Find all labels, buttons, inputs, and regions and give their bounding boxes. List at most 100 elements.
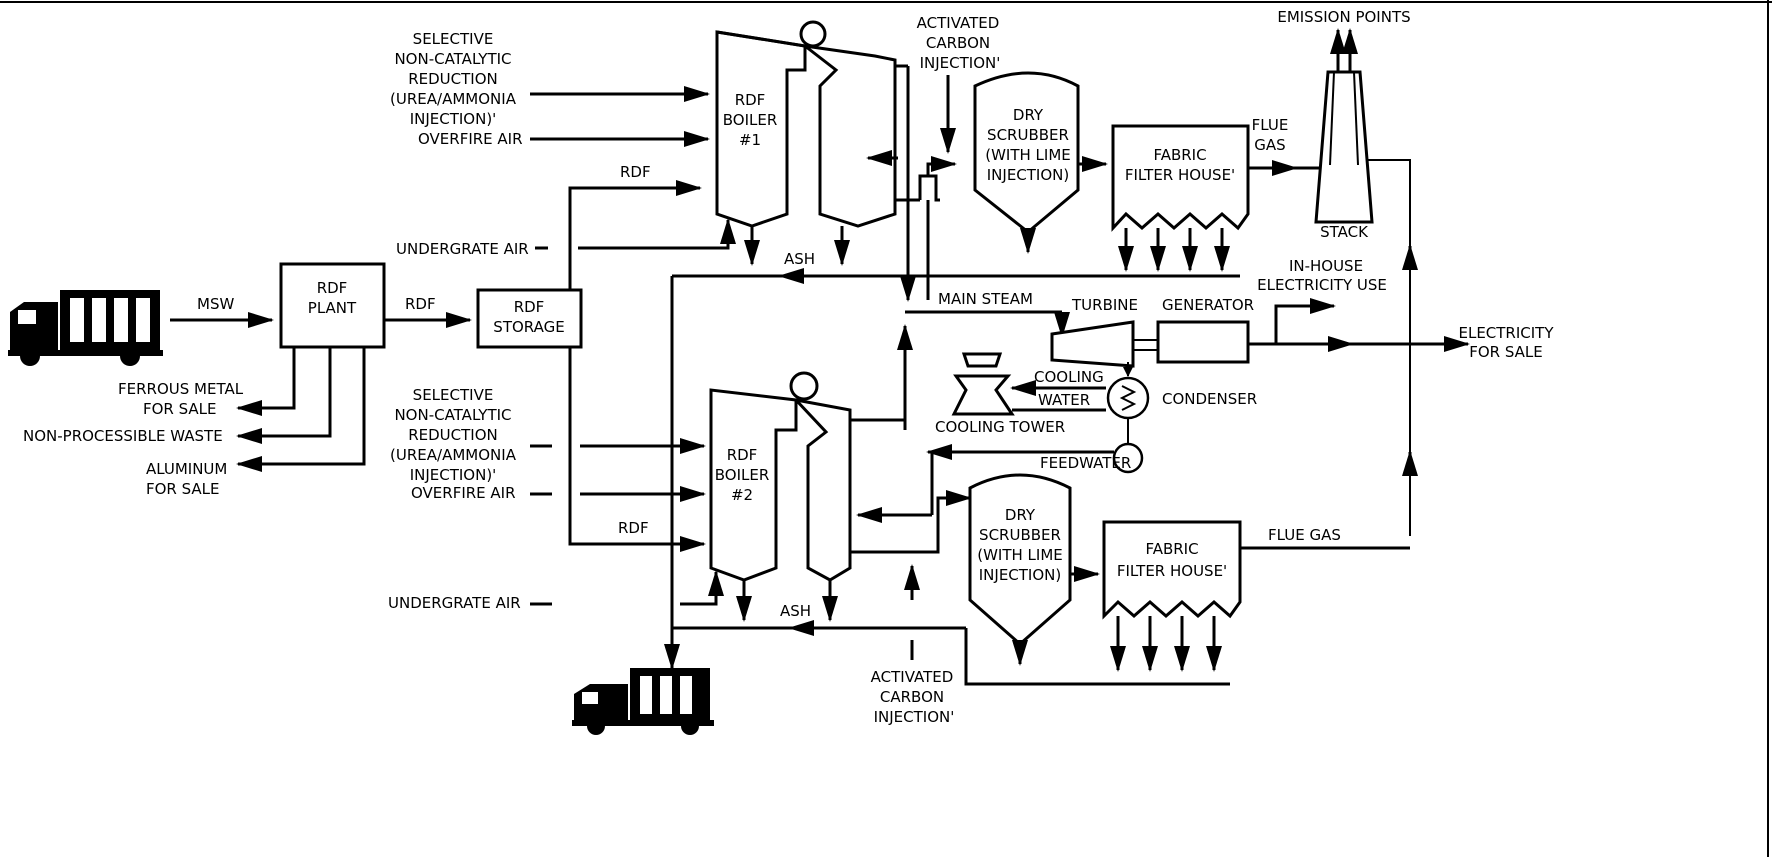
boiler1-label: RDF <box>735 91 766 109</box>
sncr1-label-5: INJECTION)' <box>410 110 497 128</box>
aci2-label: ACTIVATED <box>871 668 954 686</box>
boiler2-gas-to-scrubber <box>850 490 972 554</box>
aci2-label-2: CARBON <box>880 688 944 706</box>
rdf-plant-label: RDF <box>317 279 348 297</box>
fabric1-label-2: FILTER HOUSE' <box>1125 166 1235 184</box>
electricity-label-2: FOR SALE <box>1469 343 1543 361</box>
cooling-tower-label: COOLING TOWER <box>935 418 1065 436</box>
sncr1-label-4: (UREA/AMMONIA <box>390 90 517 108</box>
rdf-plant-box <box>279 262 386 349</box>
sncr1-label: SELECTIVE <box>413 30 494 48</box>
condenser-label: CONDENSER <box>1162 390 1257 408</box>
ferrous-arrow <box>236 347 296 416</box>
electricity-label: ELECTRICITY <box>1458 324 1554 342</box>
condenser-coil <box>1119 385 1137 411</box>
aci1-label-2: CARBON <box>926 34 990 52</box>
undergrate2-label: UNDERGRATE AIR <box>388 594 521 612</box>
generator-label: GENERATOR <box>1162 296 1254 314</box>
dry2-label-3: (WITH LIME <box>977 546 1063 564</box>
generator <box>1156 320 1250 364</box>
stack-label: STACK <box>1320 223 1369 241</box>
fabric2-label-2: FILTER HOUSE' <box>1117 562 1227 580</box>
rdf-plant-label-2: PLANT <box>308 299 357 317</box>
main-steam-label: MAIN STEAM <box>938 290 1033 308</box>
rdf-storage-label: RDF <box>514 298 545 316</box>
boiler1-gas-duct <box>918 174 940 202</box>
aluminum-arrow <box>236 347 366 472</box>
ash2-return <box>964 628 1230 686</box>
dry1-label-4: INJECTION) <box>987 166 1070 184</box>
boiler2-label-2: BOILER <box>715 466 770 484</box>
rdf-boiler-2 <box>709 371 852 582</box>
dry2-label: DRY <box>1005 506 1036 524</box>
aci2-label-3: INJECTION' <box>874 708 955 726</box>
turbine <box>1050 320 1135 368</box>
boiler1-gas-to-scrubber <box>920 156 957 178</box>
sncr1-label-2: NON-CATALYTIC <box>394 50 511 68</box>
sncr2-label: SELECTIVE <box>413 386 494 404</box>
dry2-label-4: INJECTION) <box>979 566 1062 584</box>
emission-points-label: EMISSION POINTS <box>1277 8 1410 26</box>
dry2-label-2: SCRUBBER <box>979 526 1061 544</box>
boiler1-label-3: #1 <box>739 131 761 149</box>
ferrous-label: FERROUS METAL <box>118 380 244 398</box>
sncr2-label-4: (UREA/AMMONIA <box>390 446 517 464</box>
non-processible-arrow <box>236 347 332 444</box>
condenser-icon <box>1106 376 1150 420</box>
rdf-storage-box <box>476 288 583 349</box>
stack <box>1314 28 1374 224</box>
sncr1-label-3: REDUCTION <box>408 70 498 88</box>
aluminum-label-2: FOR SALE <box>146 480 220 498</box>
sncr2-label-5: INJECTION)' <box>410 466 497 484</box>
rdf-boiler-1 <box>715 20 897 228</box>
overfire2-label: OVERFIRE AIR <box>411 484 516 502</box>
feedwater-label: FEEDWATER <box>1040 454 1131 472</box>
fabric1-label: FABRIC <box>1153 146 1206 164</box>
rdf-storage-label-2: STORAGE <box>493 318 564 336</box>
boiler2-label-3: #2 <box>731 486 753 504</box>
aluminum-label: ALUMINUM <box>146 460 227 478</box>
aci1-label: ACTIVATED <box>917 14 1000 32</box>
garbage-truck-icon-left <box>8 290 163 366</box>
sncr2-label-2: NON-CATALYTIC <box>394 406 511 424</box>
garbage-truck-icon-bottom <box>572 668 714 735</box>
dry-scrubber-1 <box>973 71 1080 234</box>
msw-label: MSW <box>197 295 234 313</box>
fabric2-label: FABRIC <box>1145 540 1198 558</box>
rdf-arrow-label: RDF <box>405 295 436 313</box>
undergrate1-arrow <box>578 218 736 250</box>
ash1-label: ASH <box>784 250 815 268</box>
rdf-bottom-label: RDF <box>618 519 649 537</box>
inhouse-label: IN-HOUSE <box>1289 257 1363 275</box>
sncr2-label-3: REDUCTION <box>408 426 498 444</box>
inhouse-label-2: ELECTRICITY USE <box>1257 276 1387 294</box>
fabric-filter-2 <box>1102 520 1242 620</box>
dry1-label-2: SCRUBBER <box>987 126 1069 144</box>
water-label: WATER <box>1038 391 1090 409</box>
undergrate1-label: UNDERGRATE AIR <box>396 240 529 258</box>
flue-gas1-label: FLUE <box>1252 116 1289 134</box>
rdf-top-label: RDF <box>620 163 651 181</box>
dry-scrubber-2 <box>968 473 1072 646</box>
rdf-feed-boiler2 <box>568 347 706 552</box>
flue-gas-to-stack <box>1358 159 1411 536</box>
aci1-label-3: INJECTION' <box>920 54 1001 72</box>
ash2-label: ASH <box>780 602 811 620</box>
undergrate2-arrow <box>680 570 724 606</box>
turbine-label: TURBINE <box>1071 296 1138 314</box>
rdf-feed-boiler1 <box>568 180 702 290</box>
non-processible-label: NON-PROCESSIBLE WASTE <box>23 427 223 445</box>
cooling-tower-icon <box>951 352 1015 416</box>
boiler2-label: RDF <box>727 446 758 464</box>
cooling-label: COOLING <box>1034 368 1104 386</box>
overfire1-label: OVERFIRE AIR <box>418 130 523 148</box>
in-house-arrow <box>1248 298 1336 346</box>
flue-gas1-label-2: GAS <box>1254 136 1285 154</box>
ferrous-label-2: FOR SALE <box>143 400 217 418</box>
boiler1-label-2: BOILER <box>723 111 778 129</box>
feedwater-pump-icon <box>1112 442 1144 474</box>
flue-gas2-label: FLUE GAS <box>1268 526 1341 544</box>
dry1-label: DRY <box>1013 106 1044 124</box>
fabric-filter-1 <box>1111 124 1250 232</box>
